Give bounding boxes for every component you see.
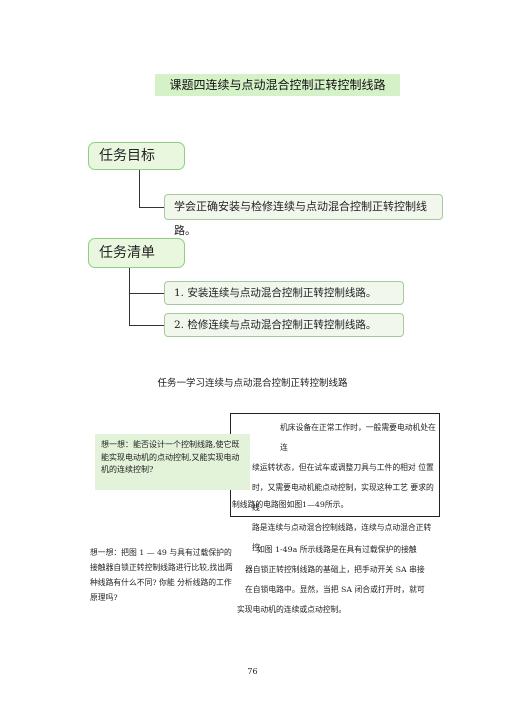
goal-connector [139, 170, 165, 208]
paragraph-line: 实现电动机的连续或点动控制。 [237, 605, 347, 614]
frame-text: 机床设备在正常工作时，一般需要电动机处在 连 续运转状态，但在试车或调整刀具与工… [240, 418, 436, 558]
task-connector-1 [129, 268, 165, 294]
frame-line: 路是连续与点动混合控制线路，连续与点动混合正转控 [252, 523, 432, 552]
frame-line: 机床设备在正常工作时，一般需要电动机处在 连 [280, 423, 436, 452]
frame-line: 续运转状态，但在试车或调整刀具与工件的相对 位置 [252, 463, 434, 472]
task-connector-2 [129, 293, 165, 326]
page-number: 76 [247, 667, 258, 676]
paragraph-line: 在自锁电路中。显然，当把 SA 闭合或打开时，就可 [245, 585, 425, 594]
paragraph-line: 如图 1-49a 所示线路是在具有过载保护的接触 [257, 545, 417, 554]
task-list-heading: 任务清单 [88, 238, 185, 268]
task-item-repair: 2. 检修连续与点动混合控制正转控制线路。 [164, 313, 404, 337]
section-title: 任务一学习连续与点动混合控制正转控制线路 [157, 378, 348, 389]
goal-heading: 任务目标 [88, 142, 185, 170]
think-question: 想一想：把图 1 — 49 与具有过载保护的接触器自锁正转控制线路进行比较,找出… [90, 548, 233, 602]
think-callout: 想一想：能否设计一个控制线路,使它既能实现电动机的点动控制,又能实现电动机的连续… [95, 434, 250, 490]
lesson-title: 课题四连续与点动混合控制正转控制线路 [155, 74, 400, 96]
task-item-install: 1. 安装连续与点动混合控制正转控制线路。 [164, 281, 404, 305]
frame-line: 时，又需要电动机能点动控制，实现这种工艺 要求的线 [252, 483, 434, 512]
explanation-paragraph: 如图 1-49a 所示线路是在具有过载保护的接触 器自锁正转控制线路的基础上，把… [237, 540, 445, 620]
frame-line: 制线路的电路图如图1—49所示。 [232, 500, 349, 509]
paragraph-line: 器自锁正转控制线路的基础上，把手动开关 SA 串接 [245, 565, 425, 574]
goal-item: 学会正确安装与检修连续与点动混合控制正转控制线路。 [164, 194, 443, 237]
